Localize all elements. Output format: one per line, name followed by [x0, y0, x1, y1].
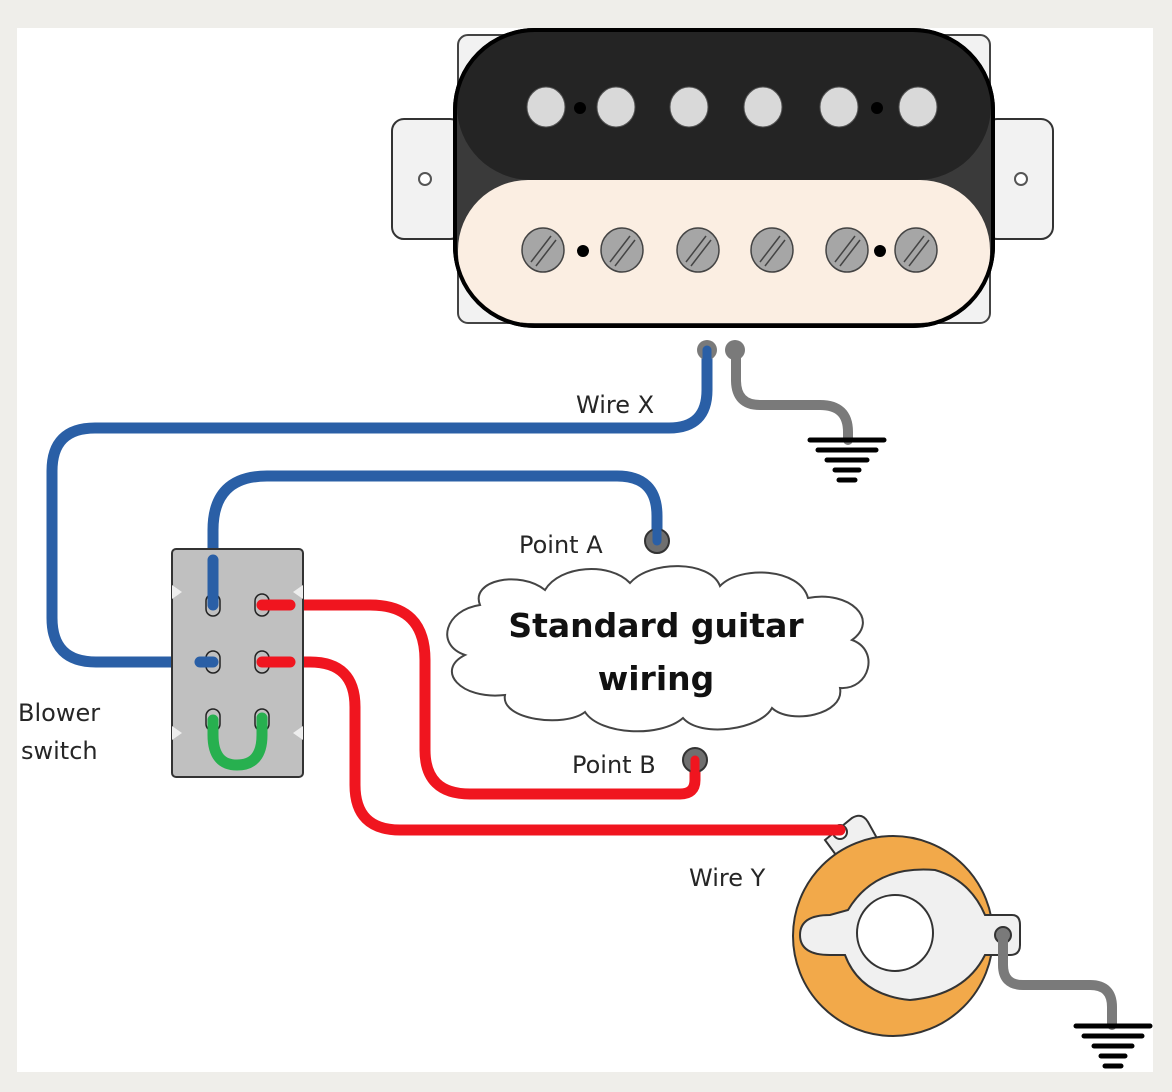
jack-hole: [856, 894, 934, 972]
screw: [825, 227, 869, 273]
screw: [894, 227, 938, 273]
green-jumper-wire: [207, 712, 268, 771]
screw: [521, 227, 565, 273]
wire-to-point-b: [256, 599, 701, 800]
pole-piece: [596, 86, 636, 128]
humbucker-pickup: [391, 28, 1054, 328]
bobbin-cream: [458, 180, 990, 323]
point-a-label: Point A: [519, 531, 603, 559]
pole-piece: [819, 86, 859, 128]
ground-symbol-pickup: [807, 437, 887, 483]
point-b-label: Point B: [572, 751, 656, 779]
jack-ground-wire: [998, 930, 1117, 1030]
mounting-hole-left: [418, 172, 432, 186]
mounting-hole-right: [1014, 172, 1028, 186]
wire-to-point-a: [207, 470, 663, 609]
pole-pieces: [526, 86, 938, 128]
cloud-text-line2: wiring: [598, 659, 715, 698]
pole-piece: [669, 86, 709, 128]
blower-switch-label-line2: switch: [21, 737, 98, 765]
output-jack: [792, 814, 1021, 1037]
wire-y: [256, 656, 846, 836]
wire-x: [46, 346, 713, 668]
ground-symbol-jack: [1073, 1023, 1153, 1069]
screw: [750, 227, 794, 273]
cloud-text-line1: Standard guitar: [508, 606, 804, 645]
screw-dot: [874, 245, 886, 257]
bobbin-black: [457, 32, 991, 180]
wire-y-label: Wire Y: [689, 864, 766, 892]
screw: [600, 227, 644, 273]
adjustment-screws: [521, 227, 938, 273]
screw: [676, 227, 720, 273]
screw-dot: [577, 245, 589, 257]
pole-piece: [743, 86, 783, 128]
pole-piece: [526, 86, 566, 128]
wire-x-label: Wire X: [576, 391, 654, 419]
blower-switch-label-line1: Blower: [18, 699, 100, 727]
standard-wiring-cloud: [446, 565, 870, 733]
pickup-lead-ground: [725, 340, 745, 360]
pickup-ground-wire: [731, 345, 853, 445]
pole-dot: [574, 102, 586, 114]
pole-piece: [898, 86, 938, 128]
pole-dot: [871, 102, 883, 114]
